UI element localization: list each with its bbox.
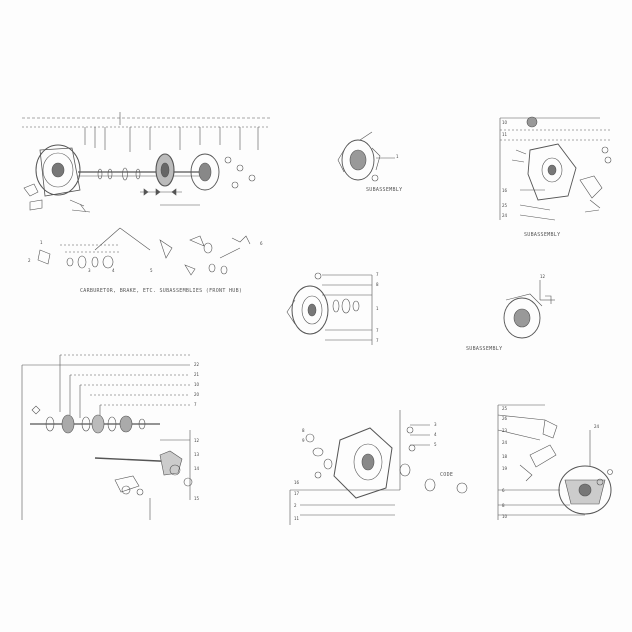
svg-text:26: 26 xyxy=(502,416,508,421)
caption-top-right: SUBASSEMBLY xyxy=(524,232,561,238)
panel-bottom-left-assembly xyxy=(21,354,193,520)
svg-text:15: 15 xyxy=(194,496,200,501)
panel-bottom-right-assembly xyxy=(497,404,613,520)
svg-text:7: 7 xyxy=(376,272,379,277)
svg-text:24: 24 xyxy=(502,440,508,445)
svg-text:5: 5 xyxy=(434,442,437,447)
svg-text:8: 8 xyxy=(302,428,305,433)
svg-text:10: 10 xyxy=(502,514,508,519)
svg-text:10: 10 xyxy=(502,120,508,125)
caption-middle-right: SUBASSEMBLY xyxy=(466,346,503,352)
svg-text:23: 23 xyxy=(502,428,508,433)
svg-text:20: 20 xyxy=(194,392,200,397)
panel-middle-left-assembly xyxy=(286,272,373,345)
svg-text:6: 6 xyxy=(260,241,263,246)
caption-bottom-middle: CODE xyxy=(440,472,454,478)
svg-text:3: 3 xyxy=(88,268,91,273)
svg-text:14: 14 xyxy=(194,466,200,471)
panel-top-middle-assembly xyxy=(337,131,395,182)
panel-top-left-assembly xyxy=(22,112,272,276)
svg-text:13: 13 xyxy=(194,452,200,457)
svg-text:9: 9 xyxy=(302,438,305,443)
svg-text:1: 1 xyxy=(396,154,399,159)
panel-bottom-middle-assembly xyxy=(289,410,468,525)
part-number-labels: 1 2 3 4 5 6 7 8 1 7 7 1 22 21 10 20 7 12… xyxy=(28,120,600,521)
caption-top-left: CARBURETOR, BRAKE, ETC. SUBASSEMBLIES (F… xyxy=(80,288,243,294)
panel-top-right-assembly xyxy=(499,116,612,221)
svg-text:2: 2 xyxy=(294,503,297,508)
svg-text:21: 21 xyxy=(194,372,200,377)
svg-text:8: 8 xyxy=(502,503,505,508)
svg-text:17: 17 xyxy=(294,491,300,496)
svg-text:22: 22 xyxy=(194,362,200,367)
svg-text:3: 3 xyxy=(434,422,437,427)
svg-text:19: 19 xyxy=(502,466,508,471)
svg-text:24: 24 xyxy=(594,424,600,429)
svg-text:8: 8 xyxy=(376,282,379,287)
svg-text:1: 1 xyxy=(376,306,379,311)
svg-text:25: 25 xyxy=(502,406,508,411)
svg-text:4: 4 xyxy=(434,432,437,437)
svg-text:1: 1 xyxy=(40,240,43,245)
svg-text:24: 24 xyxy=(502,213,508,218)
svg-text:10: 10 xyxy=(194,382,200,387)
svg-text:11: 11 xyxy=(294,516,300,521)
svg-text:7: 7 xyxy=(376,328,379,333)
svg-text:11: 11 xyxy=(502,132,508,137)
svg-text:6: 6 xyxy=(502,488,505,493)
panel-middle-right-assembly xyxy=(503,280,555,339)
svg-text:12: 12 xyxy=(540,274,546,279)
svg-text:16: 16 xyxy=(294,480,300,485)
svg-text:4: 4 xyxy=(112,268,115,273)
svg-text:18: 18 xyxy=(502,454,508,459)
svg-text:12: 12 xyxy=(194,438,200,443)
caption-top-middle: SUBASSEMBLY xyxy=(366,187,403,193)
svg-text:7: 7 xyxy=(376,338,379,343)
svg-text:5: 5 xyxy=(150,268,153,273)
svg-text:25: 25 xyxy=(502,203,508,208)
svg-text:16: 16 xyxy=(502,188,508,193)
svg-text:2: 2 xyxy=(28,258,31,263)
svg-text:7: 7 xyxy=(194,402,197,407)
